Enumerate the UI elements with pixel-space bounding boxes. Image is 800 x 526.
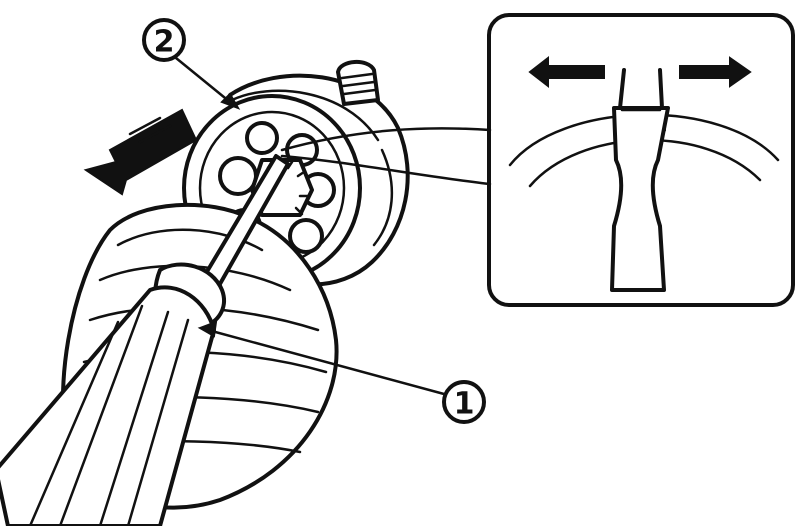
- callout-1-label: 1: [454, 387, 475, 422]
- spread-arrows-icon: [528, 55, 752, 89]
- callout-1: 1: [197, 320, 486, 424]
- screwdriver: [0, 154, 290, 526]
- detail-inset: [280, 13, 795, 307]
- pull-direction-arrow-icon: [83, 108, 198, 196]
- callout-2: 2: [142, 18, 241, 110]
- callout-2-label: 2: [154, 25, 175, 60]
